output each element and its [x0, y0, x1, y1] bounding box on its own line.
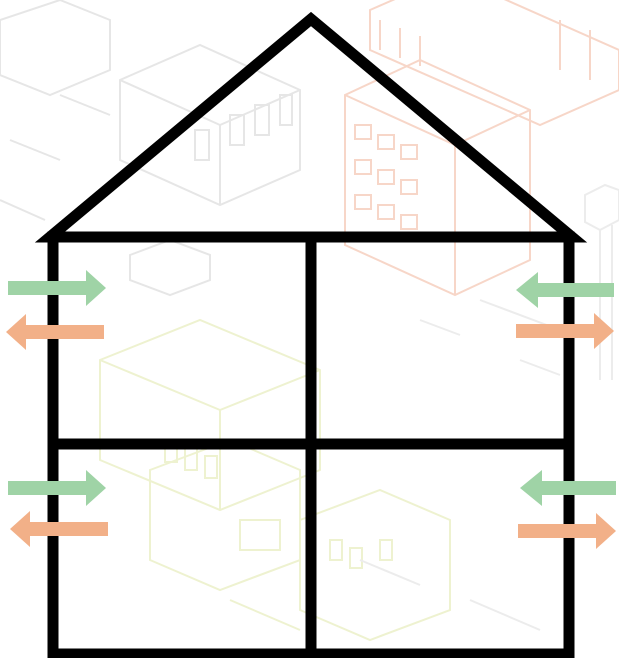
sketch-building-bottom-left — [100, 320, 450, 640]
sketch-street-lines — [360, 185, 619, 630]
arrow-outflow-lower-left — [10, 511, 108, 547]
sketch-building-top-right — [345, 0, 619, 295]
